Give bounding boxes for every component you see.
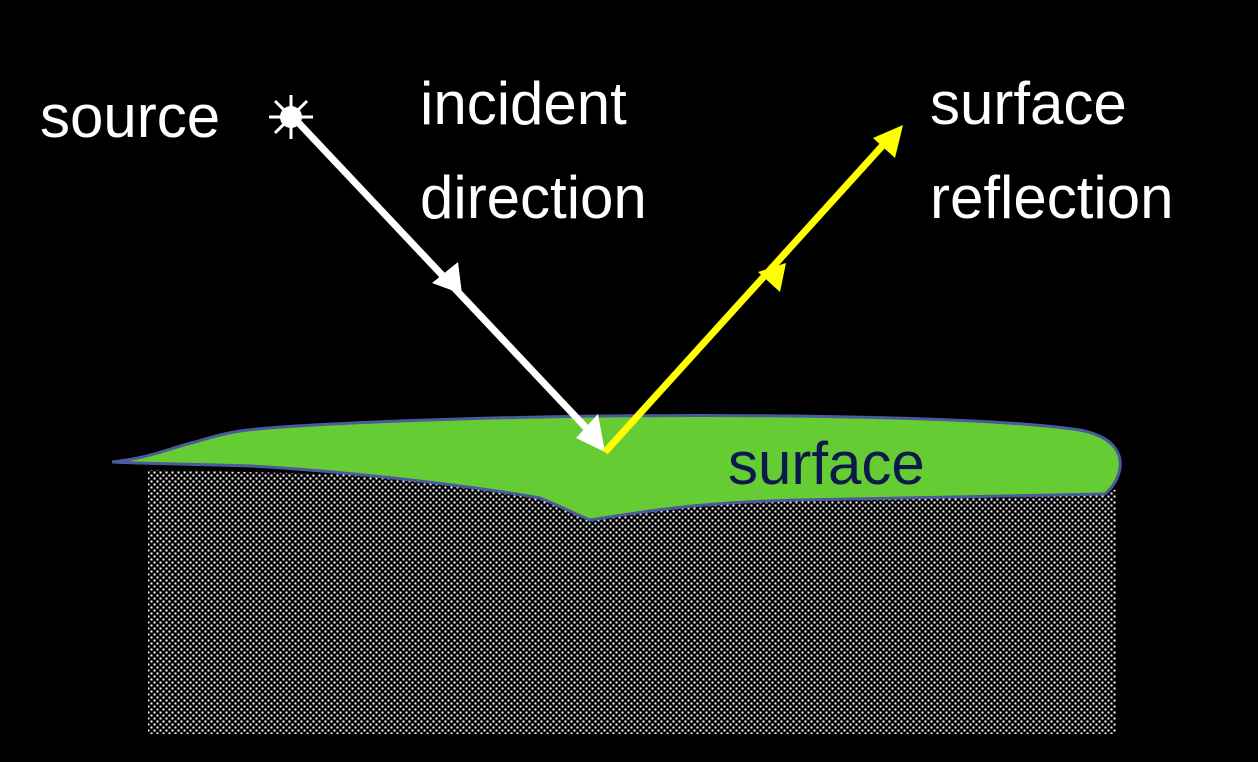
substrate-region — [148, 470, 1116, 734]
surface-label: surface — [728, 430, 925, 497]
surface-layer — [111, 414, 1122, 522]
reflection-label-line2: reflection — [930, 164, 1173, 231]
reflection-label-line1: surface — [930, 70, 1127, 137]
incident-end-arrowhead — [576, 414, 605, 452]
reflected-ray — [602, 125, 903, 455]
incident-label-line1: incident — [420, 70, 627, 137]
reflected-mid-arrowhead — [758, 263, 786, 292]
reflected-end-arrowhead — [873, 125, 903, 158]
incident-ray — [291, 115, 605, 452]
source-label: source — [40, 83, 220, 150]
sun-star-icon — [269, 95, 313, 139]
incident-label-line2: direction — [420, 164, 647, 231]
incident-mid-arrowhead — [432, 262, 462, 294]
